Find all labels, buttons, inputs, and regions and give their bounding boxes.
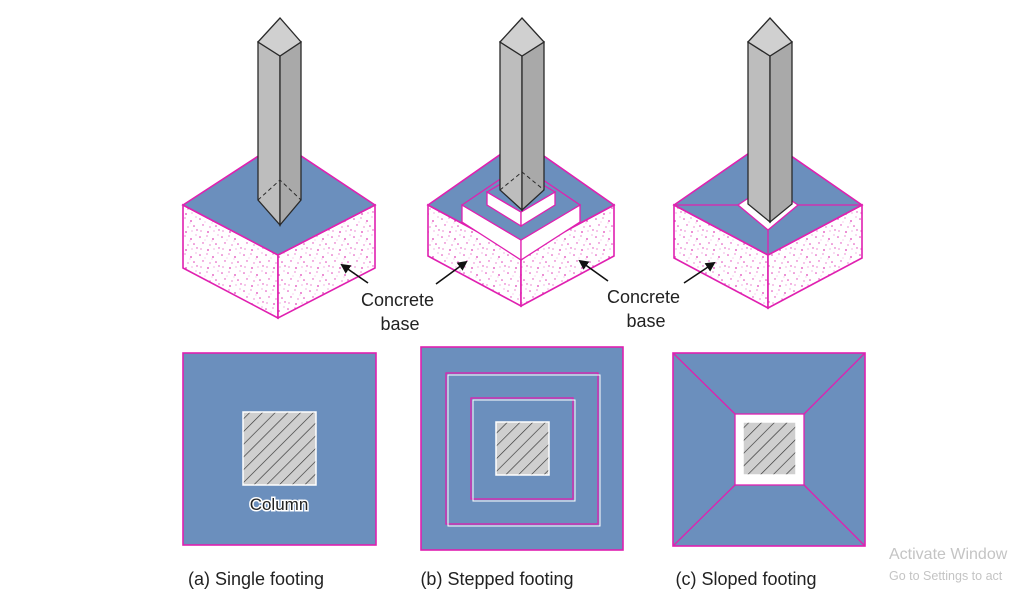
column-label: Column [250, 495, 309, 514]
arrow-to-single-footing [340, 263, 369, 284]
arrow-to-stepped-right [578, 259, 609, 282]
activate-windows-watermark: Activate Window [889, 546, 1008, 563]
caption-sloped-footing: (c) Sloped footing [675, 569, 816, 589]
caption-stepped-footing: (b) Stepped footing [420, 569, 573, 589]
stepped-footing-iso [426, 17, 616, 308]
concrete-base-arrows [340, 259, 716, 285]
sloped-footing-iso [672, 17, 864, 310]
activate-windows-subtext: Go to Settings to act [889, 569, 1003, 583]
sloped-column-section [742, 421, 797, 476]
sloped-footing-plan [672, 352, 866, 547]
concrete-base-label-left: Concrete base [361, 290, 439, 334]
concrete-base-label-right: Concrete base [607, 287, 685, 331]
arrow-to-sloped-footing [683, 261, 716, 284]
stepped-column [498, 17, 546, 212]
single-footing-plan: Column [182, 352, 377, 546]
single-column [256, 17, 302, 227]
caption-single-footing: (a) Single footing [188, 569, 324, 589]
single-footing-iso [181, 17, 377, 320]
stepped-column-section [495, 421, 550, 476]
sloped-column [746, 17, 794, 224]
stepped-footing-plan [420, 346, 624, 551]
single-column-section [242, 411, 317, 486]
arrow-to-stepped-left [435, 260, 468, 285]
